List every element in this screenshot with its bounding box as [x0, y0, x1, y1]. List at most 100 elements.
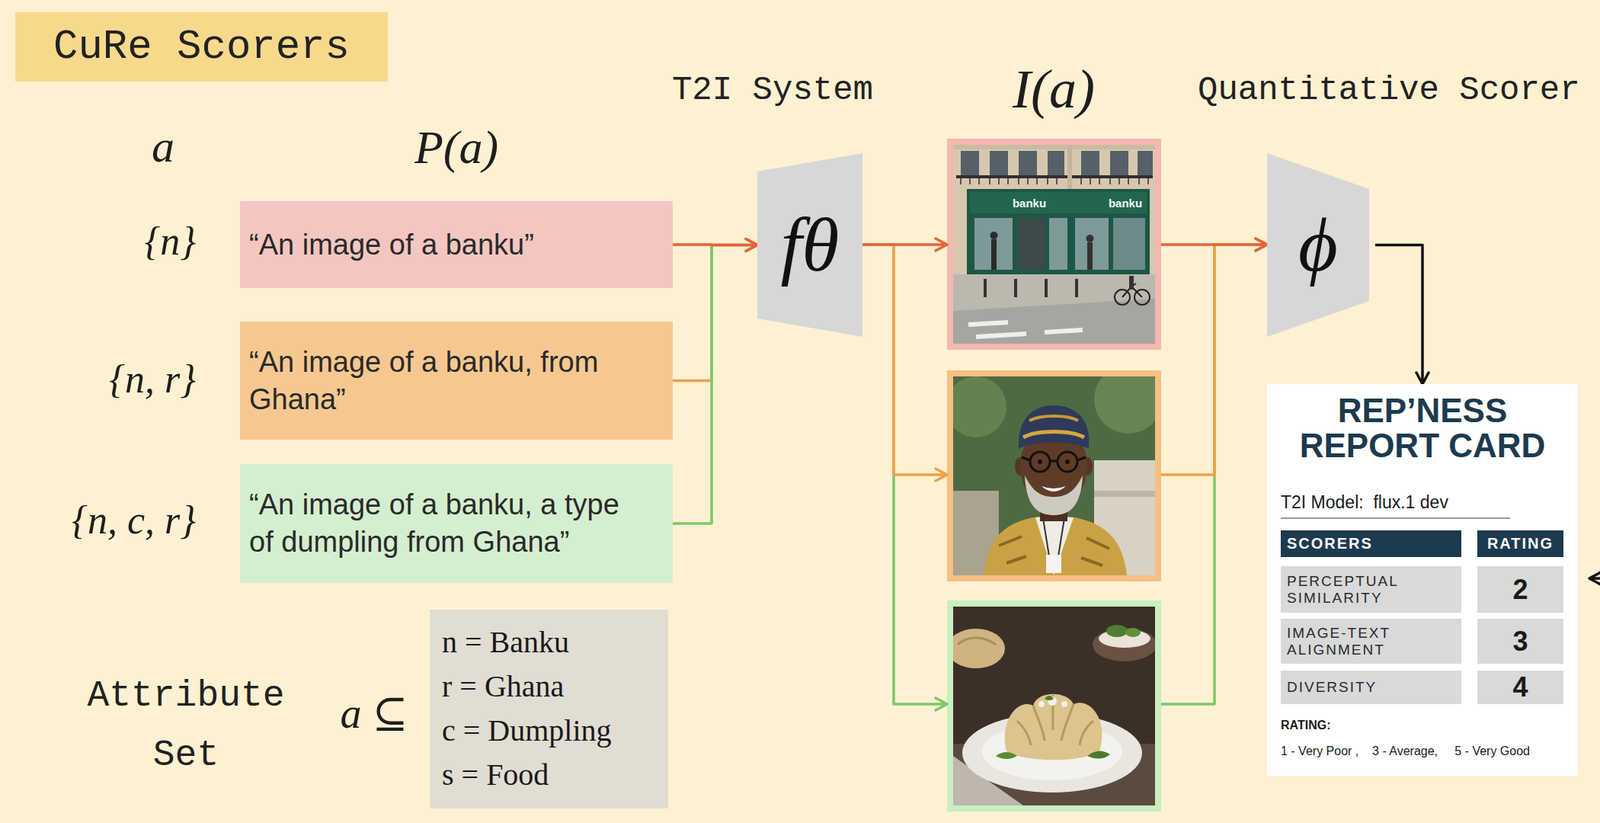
header-text: RATING: [1487, 534, 1554, 553]
storefront-image-part-part: [1110, 150, 1129, 177]
dumpling-image: [953, 606, 1156, 806]
prompt-box: “An image of a banku, a type of dumpling…: [240, 464, 673, 583]
storefront-image-part: [1087, 242, 1093, 270]
image-flow-lines-part: [862, 243, 948, 247]
table-cell: IMAGE-TEXT ALIGNMENT: [1280, 618, 1462, 664]
rating-key: 1 - Very Poor , 3 - Average, 5 - Very Go…: [1280, 743, 1574, 759]
table-header-cell: RATING: [1477, 530, 1564, 557]
rating-key-title: RATING:: [1280, 717, 1331, 733]
portrait-image-part-part: [1021, 457, 1086, 461]
dumpling-image-part: [957, 637, 996, 645]
storefront-image-part-part: [1081, 150, 1100, 177]
rating-value: 2: [1512, 573, 1528, 605]
model-symbol: fθ: [780, 207, 840, 284]
portrait-image-part: [1037, 459, 1043, 464]
storefront-image-part: [953, 144, 1156, 344]
image-flow-lines-part: [862, 244, 948, 475]
attribute-value: r = Ghana: [441, 664, 656, 709]
dumpling-image-part: [1061, 700, 1068, 708]
image-flow-lines-part: [862, 244, 948, 704]
card-heading: REP’NESS REPORT CARD: [1282, 393, 1563, 464]
attribute-value: c = Dumpling: [441, 708, 656, 753]
storefront-image-part: [960, 150, 1153, 177]
column-heading: T2I System: [635, 70, 910, 111]
image-flow-lines-part: [1161, 243, 1268, 247]
storefront-image-part: [953, 144, 1156, 150]
scorer-name: PERCEPTUAL SIMILARITY: [1286, 572, 1456, 607]
storefront-image-part: [968, 322, 1083, 337]
attribute-box: n = Bankur = Ghanac = Dumplings = Food: [429, 609, 669, 809]
subset-symbol: a ⊆: [324, 688, 424, 740]
storefront-image-part-part: [1014, 278, 1018, 298]
prompt-box: “An image of a banku”: [240, 201, 673, 288]
storefront-image-part: [960, 178, 1149, 185]
diagram-title: CuRe Scorers: [53, 24, 350, 71]
header-text: SCORERS: [1286, 534, 1373, 553]
portrait-image-part: [1035, 517, 1074, 576]
storefront-image-part: [966, 188, 1150, 275]
portrait-image: [953, 376, 1156, 576]
rating-value: 4: [1512, 671, 1528, 703]
portrait-image-part: [1018, 405, 1090, 449]
table-cell: DIVERSITY: [1280, 670, 1462, 704]
model-line: T2I Model: flux.1 dev: [1280, 491, 1511, 519]
attribute-set-heading: Attribute Set: [71, 665, 301, 785]
image-frames-part: [947, 138, 1162, 350]
storefront-image-part: [990, 231, 999, 240]
prompt-box: “An image of a banku, from Ghana”: [240, 321, 673, 440]
dumpling-image-part: [1017, 694, 1094, 746]
title-badge: CuRe Scorers: [15, 12, 388, 82]
storefront-image-part-part: [1075, 278, 1079, 298]
storefront-image-part: [953, 298, 1156, 344]
shop-sign: banku: [1100, 195, 1150, 212]
portrait-image-part: [1043, 518, 1065, 557]
storefront-image-part: [953, 274, 1156, 344]
image-flow-lines-part: [1161, 244, 1268, 704]
column-heading: a: [124, 118, 202, 174]
portrait-image-part: [1094, 376, 1156, 434]
column-heading: Quantitative Scorer: [1197, 70, 1594, 111]
attribute-value: n = Banku: [441, 620, 656, 665]
prompt-text: “An image of a banku, from Ghana”: [249, 343, 640, 418]
edge-arrow: [1589, 578, 1600, 580]
table-header-cell: SCORERS: [1280, 530, 1462, 557]
flow-arrow: [672, 245, 758, 525]
model-trapezoid-fill: [757, 153, 863, 337]
portrait-image-part: [1041, 486, 1066, 492]
image-flow-lines: [862, 244, 1268, 704]
dumpling-image-part: [1087, 750, 1111, 759]
rating-value: 3: [1512, 625, 1528, 657]
dumpling-image-part: [1044, 695, 1054, 701]
portrait-image-part: [1024, 475, 1083, 516]
image-frames-part: [947, 600, 1162, 812]
portrait-image-part: [953, 376, 1007, 438]
storefront-image-part-part: [960, 150, 980, 177]
report-card: REP’NESS REPORT CARD T2I Model: flux.1 de…: [1267, 384, 1578, 776]
storefront-image-part-part: [1137, 150, 1153, 177]
dumpling-image-part: [953, 628, 1005, 669]
attribute-subset: {n}: [28, 217, 196, 266]
storefront-image-part-part: [983, 278, 987, 298]
storefront-image-part: [974, 217, 1013, 270]
dumpling-image-part: [995, 752, 1018, 759]
storefront-image-part: [1086, 234, 1095, 243]
storefront-image-part-part: [1047, 150, 1065, 177]
flow-arrow: [672, 245, 758, 381]
storefront-image-part: [1017, 217, 1045, 270]
flow-arrow: [1375, 245, 1423, 385]
portrait-image-part: [1046, 554, 1062, 573]
storefront-image-part: [1129, 275, 1134, 290]
storefront-image-part: [983, 278, 1079, 298]
image-frames: [947, 138, 1162, 812]
scorer-symbol: ϕ: [1298, 207, 1338, 284]
table-cell: 4: [1477, 670, 1564, 704]
dumpling-image-part: [1038, 700, 1045, 708]
image-flow-lines-part: [1161, 244, 1268, 475]
storefront-image-part: [1075, 217, 1109, 270]
scorer-trapezoid: ϕ: [1267, 153, 1370, 337]
table-cell: 3: [1477, 618, 1564, 664]
model-trapezoid: fθ: [757, 153, 863, 337]
storefront-image-part: [1049, 217, 1068, 270]
storefront-image-part-part: [1018, 150, 1037, 177]
